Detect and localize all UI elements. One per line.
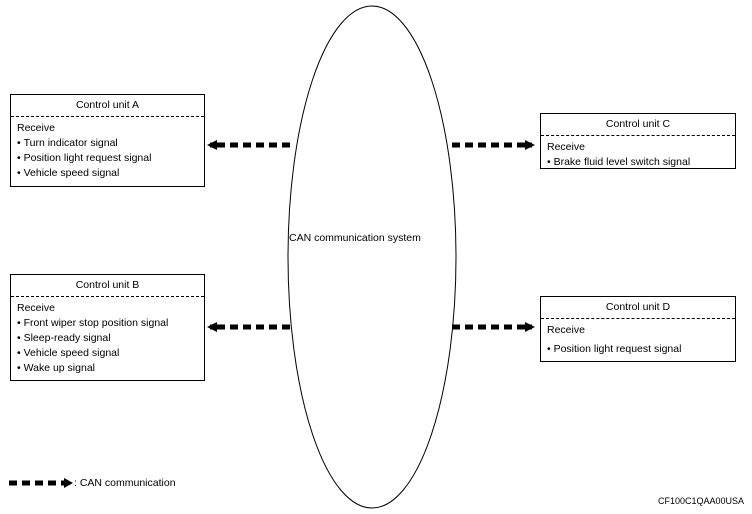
control-unit-c-signal-list: Brake fluid level switch signal xyxy=(547,155,729,170)
control-unit-a-title: Control unit A xyxy=(11,95,204,117)
control-unit-a-box: Control unit A Receive Turn indicator si… xyxy=(10,94,205,187)
control-unit-d-title: Control unit D xyxy=(541,297,735,319)
control-unit-d-receive-label: Receive xyxy=(547,324,585,336)
can-system-label: CAN communication system xyxy=(289,232,421,244)
legend: : CAN communication xyxy=(8,476,176,490)
signal-item: Sleep-ready signal xyxy=(17,331,198,346)
legend-arrow-icon xyxy=(9,478,73,489)
signal-item: Position light request signal xyxy=(17,151,198,166)
signal-item: Turn indicator signal xyxy=(17,136,198,151)
control-unit-c-title: Control unit C xyxy=(541,114,735,136)
control-unit-c-receive-label: Receive xyxy=(547,141,585,153)
control-unit-b-box: Control unit B Receive Front wiper stop … xyxy=(10,274,205,381)
control-unit-b-signal-list: Front wiper stop position signal Sleep-r… xyxy=(17,316,198,376)
control-unit-b-title: Control unit B xyxy=(11,275,204,297)
signal-item: Front wiper stop position signal xyxy=(17,316,198,331)
figure-code: CF100C1QAA00USA xyxy=(657,496,744,506)
signal-item: Brake fluid level switch signal xyxy=(547,155,729,170)
control-unit-a-signal-list: Turn indicator signal Position light req… xyxy=(17,136,198,181)
control-unit-b-receive-label: Receive xyxy=(17,302,55,314)
can-bus-ellipse xyxy=(287,5,457,509)
control-unit-a-receive-label: Receive xyxy=(17,122,55,134)
control-unit-c-box: Control unit C Receive Brake fluid level… xyxy=(540,113,736,169)
control-unit-d-box: Control unit D Receive Position light re… xyxy=(540,296,736,362)
legend-label: : CAN communication xyxy=(74,477,176,490)
signal-item: Vehicle speed signal xyxy=(17,346,198,361)
signal-item: Vehicle speed signal xyxy=(17,166,198,181)
control-unit-d-signal-list: Position light request signal xyxy=(547,342,729,357)
signal-item: Position light request signal xyxy=(547,342,729,357)
signal-item: Wake up signal xyxy=(17,361,198,376)
